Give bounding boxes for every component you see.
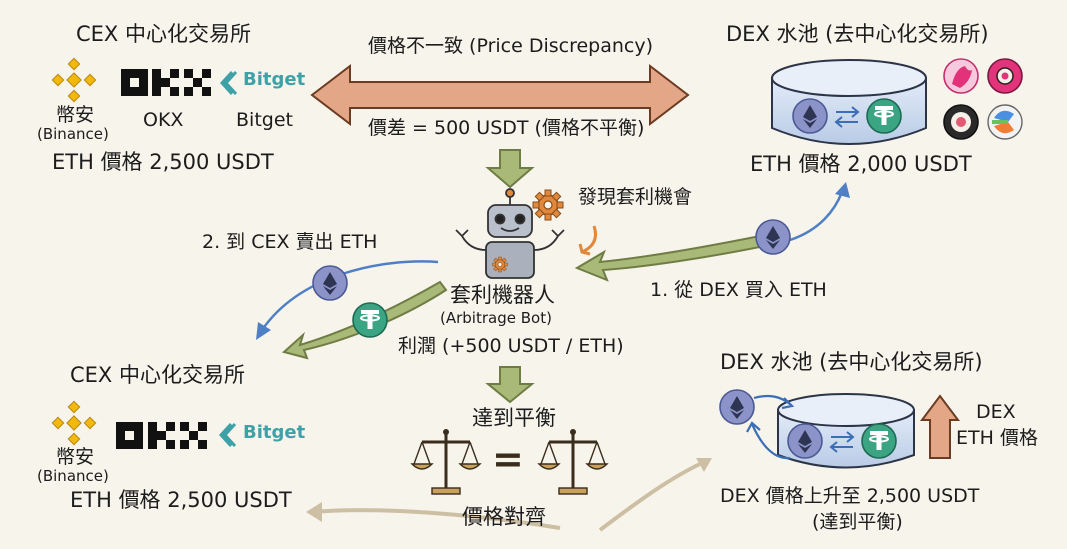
- buy-from-dex-arrow: [574, 234, 767, 282]
- profit-label: 利潤 (+500 USDT / ETH): [398, 335, 624, 357]
- blue-arrowhead: [835, 182, 850, 198]
- sushiswap-icon: [987, 58, 1023, 94]
- binance-name-zh: 幣安: [56, 104, 95, 126]
- sell-to-cex-blue-arrow: [260, 260, 439, 331]
- balance-scale-right-icon: [537, 427, 609, 496]
- usdt-coin-icon: [861, 423, 897, 459]
- dex-side-label: DEX: [976, 401, 1016, 423]
- eth-coin-icon: [787, 423, 823, 459]
- curved-arrow-icon: [578, 225, 597, 256]
- sell-step-label: 2. 到 CEX 賣出 ETH: [202, 231, 378, 253]
- okx-name: OKX: [143, 109, 184, 131]
- dex-top-price: ETH 價格 2,000 USDT: [750, 152, 972, 176]
- faint-return-arrow-left: [311, 508, 561, 530]
- cex-bottom-title: CEX 中心化交易所: [70, 363, 245, 387]
- swap-arrows-icon: [829, 431, 855, 453]
- dex-bottom-price: DEX 價格上升至 2,500 USDT: [720, 485, 980, 507]
- balance-note: (達到平衡): [812, 511, 903, 533]
- binance-logo: [51, 57, 97, 103]
- okx-logo: [116, 422, 207, 449]
- dex-pool-top: [771, 59, 927, 145]
- bitget-wordmark: Bitget: [243, 69, 306, 90]
- usdt-coin-icon: [866, 98, 902, 134]
- gear-icon: [492, 256, 508, 273]
- bitget-icon: [218, 422, 237, 448]
- aligned-price-label: 價格對齊: [462, 505, 546, 529]
- balance-title: 達到平衡: [472, 406, 556, 430]
- dex-to-bot-blue-arrow: [789, 191, 844, 242]
- swap-arrows-icon: [834, 106, 860, 128]
- okx-logo: [121, 69, 211, 96]
- cex-top-title: CEX 中心化交易所: [76, 22, 251, 46]
- equals-sign: =: [492, 437, 524, 481]
- balance-scale-left-icon: [410, 427, 482, 496]
- faint-arrowhead: [306, 502, 322, 522]
- dex-top-title: DEX 水池 (去中心化交易所): [726, 22, 989, 46]
- eth-coin-icon: [755, 219, 791, 255]
- down-arrow-to-bot: [485, 149, 535, 189]
- bitget-wordmark: Bitget: [243, 422, 306, 443]
- bitget-name: Bitget: [236, 109, 293, 131]
- faint-arrowhead: [696, 458, 712, 472]
- buy-step-label: 1. 從 DEX 買入 ETH: [650, 279, 827, 301]
- usdt-return-arrow: [281, 280, 448, 360]
- usdt-coin-icon: [352, 302, 388, 338]
- cex-bottom-price: ETH 價格 2,500 USDT: [70, 488, 292, 512]
- sushi-roll-icon: [943, 104, 979, 140]
- bot-name: 套利機器人: [450, 283, 555, 307]
- price-diff-label: 價差 = 500 USDT (價格不平衡): [368, 117, 645, 139]
- binance-name-en: (Binance): [37, 125, 109, 143]
- down-arrow-to-balance: [485, 366, 535, 404]
- uniswap-icon: [943, 58, 979, 94]
- faint-arrow-to-dex: [598, 460, 705, 532]
- cex-top-price: ETH 價格 2,500 USDT: [52, 150, 274, 174]
- bot-name-en: (Arbitrage Bot): [440, 309, 552, 327]
- eth-coin-icon: [312, 265, 348, 301]
- binance-logo: [51, 400, 97, 446]
- blue-arrowhead: [256, 322, 271, 340]
- price-discrepancy-arrow: [310, 63, 690, 127]
- arrowhead: [781, 397, 795, 410]
- gear-icon: [532, 189, 564, 221]
- discrepancy-label: 價格不一致 (Price Discrepancy): [368, 35, 654, 57]
- eth-coin-icon: [792, 98, 828, 134]
- eth-coin-icon: [719, 389, 755, 425]
- dex-bottom-title: DEX 水池 (去中心化交易所): [720, 350, 983, 374]
- binance-name-zh: 幣安: [56, 446, 95, 468]
- bitget-icon: [219, 70, 238, 96]
- outflow-arrow-icon: [750, 423, 791, 460]
- dodo-icon: [987, 104, 1023, 140]
- binance-name-en: (Binance): [37, 467, 109, 485]
- eth-price-side-label: ETH 價格: [956, 427, 1038, 449]
- arrowhead: [746, 421, 761, 433]
- discover-opportunity-label: 發現套利機會: [578, 186, 693, 208]
- price-up-arrow-icon: [920, 394, 960, 459]
